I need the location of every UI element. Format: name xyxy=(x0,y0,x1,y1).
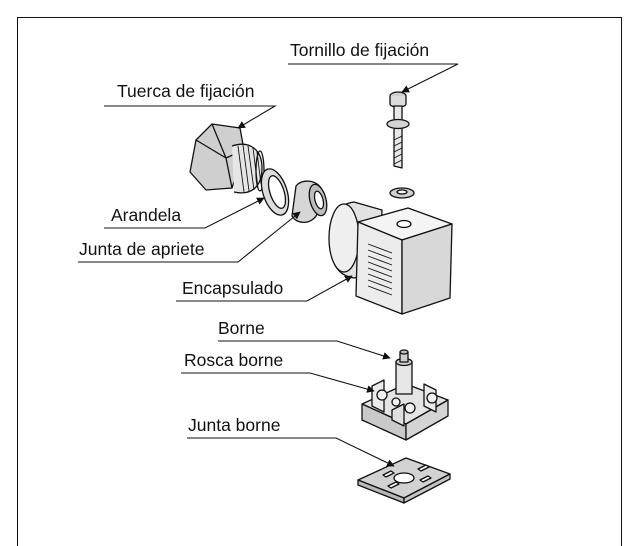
washer-part xyxy=(260,168,290,216)
housing-part xyxy=(328,201,453,315)
terminal-gasket-part xyxy=(357,457,451,504)
label-tuerca-de-fijacion: Tuerca de fijación xyxy=(117,81,254,101)
label-rosca-borne: Rosca borne xyxy=(184,350,283,370)
leader-lines xyxy=(78,63,459,467)
label-junta-de-apriete: Junta de apriete xyxy=(79,239,205,259)
label-borne: Borne xyxy=(218,318,265,338)
label-junta-borne: Junta borne xyxy=(188,415,280,435)
clamp-seal-part xyxy=(291,180,328,223)
label-tornillo-de-fijacion: Tornillo de fijación xyxy=(290,40,429,60)
fixing-screw-part xyxy=(386,91,415,199)
fixing-nut-part xyxy=(189,123,265,194)
terminal-block-part xyxy=(361,349,449,441)
label-arandela: Arandela xyxy=(111,205,181,225)
diagram-frame xyxy=(17,17,622,546)
label-encapsulado: Encapsulado xyxy=(182,278,283,298)
